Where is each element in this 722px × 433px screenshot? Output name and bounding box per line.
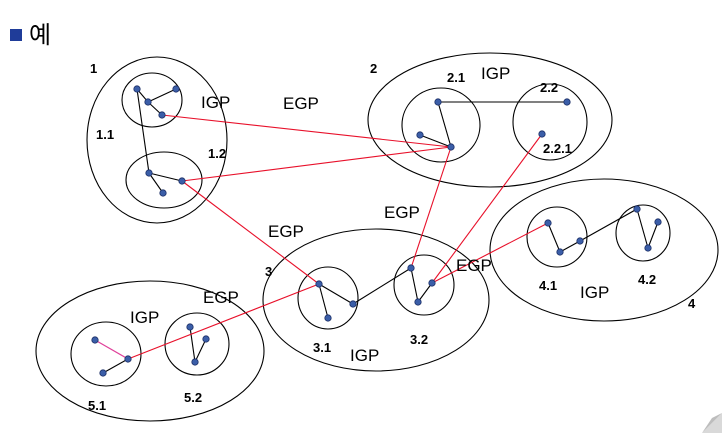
router-3-2-boundary [393, 254, 455, 316]
as-5-boundary [35, 280, 265, 422]
title-bullet-icon [10, 29, 22, 41]
router-3-1-boundary [297, 266, 359, 330]
router-4-2-boundary [615, 204, 671, 262]
node [563, 98, 571, 106]
as-3-label: 3 [265, 264, 272, 279]
egp-label-as1-as3: EGP [268, 222, 304, 241]
node [124, 355, 132, 363]
node [416, 131, 424, 139]
router-2-1-label: 2.1 [447, 70, 465, 85]
router-5-1-label: 5.1 [88, 398, 106, 413]
node [159, 189, 167, 197]
node [576, 237, 584, 245]
egp-links [127, 114, 549, 360]
router-3-2-label: 3.2 [410, 332, 428, 347]
as-2-boundary [367, 52, 613, 188]
router-4-1-label: 4.1 [539, 278, 557, 293]
egp-label-as3-as5: EGP [203, 288, 239, 307]
node [178, 177, 186, 185]
node [158, 111, 166, 119]
router-3-1-label: 3.1 [313, 340, 331, 355]
node [538, 130, 546, 138]
as-3-igp-label: IGP [350, 346, 379, 365]
node [315, 280, 323, 288]
node [172, 85, 180, 93]
router-1-1-label: 1.1 [96, 127, 114, 142]
router-4-2-label: 4.2 [638, 272, 656, 287]
node [544, 219, 552, 227]
router-2-2-label: 2.2 [540, 80, 558, 95]
as-3-boundary [262, 228, 490, 372]
router-2-2-1-label: 2.2.1 [543, 141, 572, 156]
router-5-2-boundary [164, 312, 230, 376]
node [91, 336, 99, 344]
router-5-1-boundary [70, 321, 142, 387]
node [99, 369, 107, 377]
as-5-igp-label: IGP [130, 308, 159, 327]
router-2-2-boundary [512, 83, 588, 161]
node [145, 169, 153, 177]
as-4-igp-label: IGP [580, 283, 609, 302]
node [202, 335, 210, 343]
as-5: 5.1 5.2 IGP [35, 280, 265, 422]
as-1-label: 1 [90, 61, 97, 76]
as-2: 2 2.1 2.2 2.2.1 IGP [367, 52, 613, 188]
node [556, 248, 564, 256]
node [186, 323, 194, 331]
as-1-boundary [86, 56, 228, 224]
page-curl-icon [702, 413, 722, 433]
as-4-boundary [489, 178, 719, 322]
as-1-igp-label: IGP [201, 93, 230, 112]
node [428, 279, 436, 287]
egp-label-as1-as2: EGP [283, 94, 319, 113]
router-2-1-boundary [401, 87, 481, 163]
as-2-igp-label: IGP [481, 64, 510, 83]
node [144, 98, 152, 106]
title-text: 예 [29, 22, 51, 49]
node [633, 205, 641, 213]
node [349, 300, 357, 308]
router-5-2-label: 5.2 [184, 390, 202, 405]
as-1: 1 1.1 1.2 IGP [86, 56, 230, 224]
node [324, 314, 332, 322]
node [407, 264, 415, 272]
router-4-1-boundary [526, 206, 588, 268]
node [654, 218, 662, 226]
node [434, 98, 442, 106]
as-4-label: 4 [688, 296, 696, 311]
node [447, 143, 455, 151]
router-1-1-boundary [121, 72, 183, 128]
node [191, 358, 199, 366]
node [414, 298, 422, 306]
node [133, 85, 141, 93]
router-nodes [91, 85, 662, 377]
router-1-2-boundary [125, 151, 203, 209]
as-2-label: 2 [370, 61, 377, 76]
egp-label-as3-as4: EGP [456, 256, 492, 275]
egp-label-as2-as3: EGP [384, 203, 420, 222]
node [644, 244, 652, 252]
router-1-2-label: 1.2 [208, 146, 226, 161]
as-3: 3 3.1 3.2 IGP [262, 228, 490, 372]
as-4: 4 4.1 4.2 IGP [489, 178, 719, 322]
